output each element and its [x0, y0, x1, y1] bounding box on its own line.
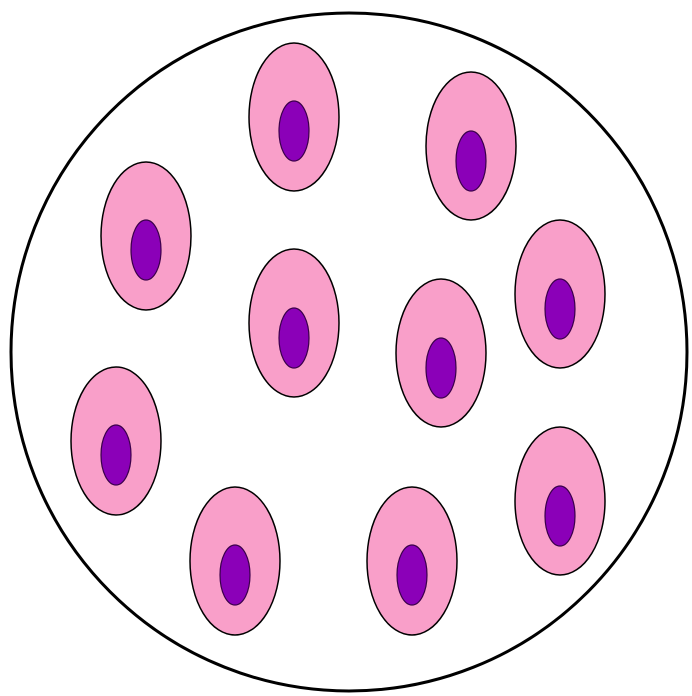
cell-nucleus — [456, 131, 486, 191]
cell — [515, 427, 605, 575]
cell-nucleus — [279, 101, 309, 161]
cell-nucleus — [279, 308, 309, 368]
cell-nucleus — [131, 220, 161, 280]
cell — [426, 72, 516, 220]
cell — [249, 43, 339, 191]
cell — [249, 249, 339, 397]
cell — [190, 487, 280, 635]
cell-nucleus — [397, 545, 427, 605]
cell — [515, 220, 605, 368]
cell-nucleus — [545, 279, 575, 339]
cell — [396, 279, 486, 427]
cell-nucleus — [545, 486, 575, 546]
cell-nucleus — [101, 425, 131, 485]
cell — [71, 367, 161, 515]
cell-nucleus — [426, 338, 456, 398]
cell-nucleus — [220, 545, 250, 605]
cell — [101, 162, 191, 310]
cell — [367, 487, 457, 635]
